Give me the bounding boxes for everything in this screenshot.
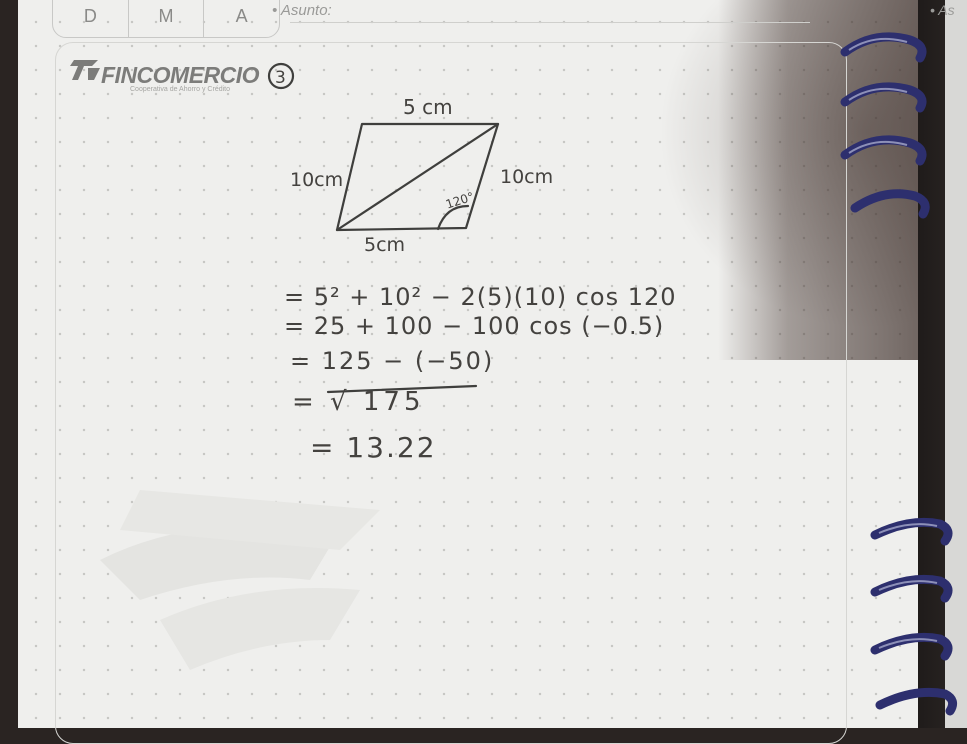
work-line-3: = 125 − (−50) — [290, 347, 494, 375]
page-number-circle — [267, 62, 295, 90]
spiral-ring — [840, 32, 927, 63]
subject-label: • Asunto: — [272, 2, 332, 19]
spiral-ring — [840, 82, 927, 113]
work-line-5: = 13.22 — [310, 431, 437, 464]
page-number: 3 — [275, 68, 286, 88]
year-label: A — [235, 6, 248, 26]
notebook-page — [18, 0, 918, 728]
brand-name: FINCOMERCIO — [101, 62, 260, 88]
left-side-label: 10cm — [290, 169, 343, 191]
work-line-4: = √ 175 — [292, 387, 425, 417]
right-side-label: 10cm — [500, 166, 553, 188]
brand-subtitle: Cooperativa de Ahorro y Crédito — [130, 86, 230, 93]
date-box: D M A — [52, 0, 280, 38]
top-side-label: 5 cm — [403, 95, 453, 119]
work-line-1: = 5² + 10² − 2(5)(10) cos 120 — [284, 283, 677, 311]
spiral-ring — [840, 135, 927, 166]
handwriting-layer: 3 5 cm 5cm 10cm 10cm 120° = 5² + 10² − 2… — [267, 62, 677, 464]
month-label: M — [129, 0, 205, 37]
subject-line — [290, 22, 810, 23]
bottom-side-label: 5cm — [364, 234, 405, 256]
radical-bar — [326, 384, 478, 394]
shadow-right — [718, 0, 918, 360]
work-line-2: = 25 + 100 − 100 cos (−0.5) — [284, 312, 664, 340]
spiral-ring — [875, 687, 958, 716]
spiral-ring — [850, 189, 930, 219]
angle-arc — [436, 204, 470, 231]
brand-logo-icon — [70, 60, 100, 80]
watermark-logo — [100, 490, 380, 670]
spiral-binding — [840, 32, 958, 716]
day-label: D — [53, 0, 129, 37]
next-page-edge — [945, 0, 967, 728]
subject-label-next-page: • As — [930, 2, 955, 18]
diagonal — [335, 122, 500, 232]
parallelogram — [335, 122, 500, 232]
